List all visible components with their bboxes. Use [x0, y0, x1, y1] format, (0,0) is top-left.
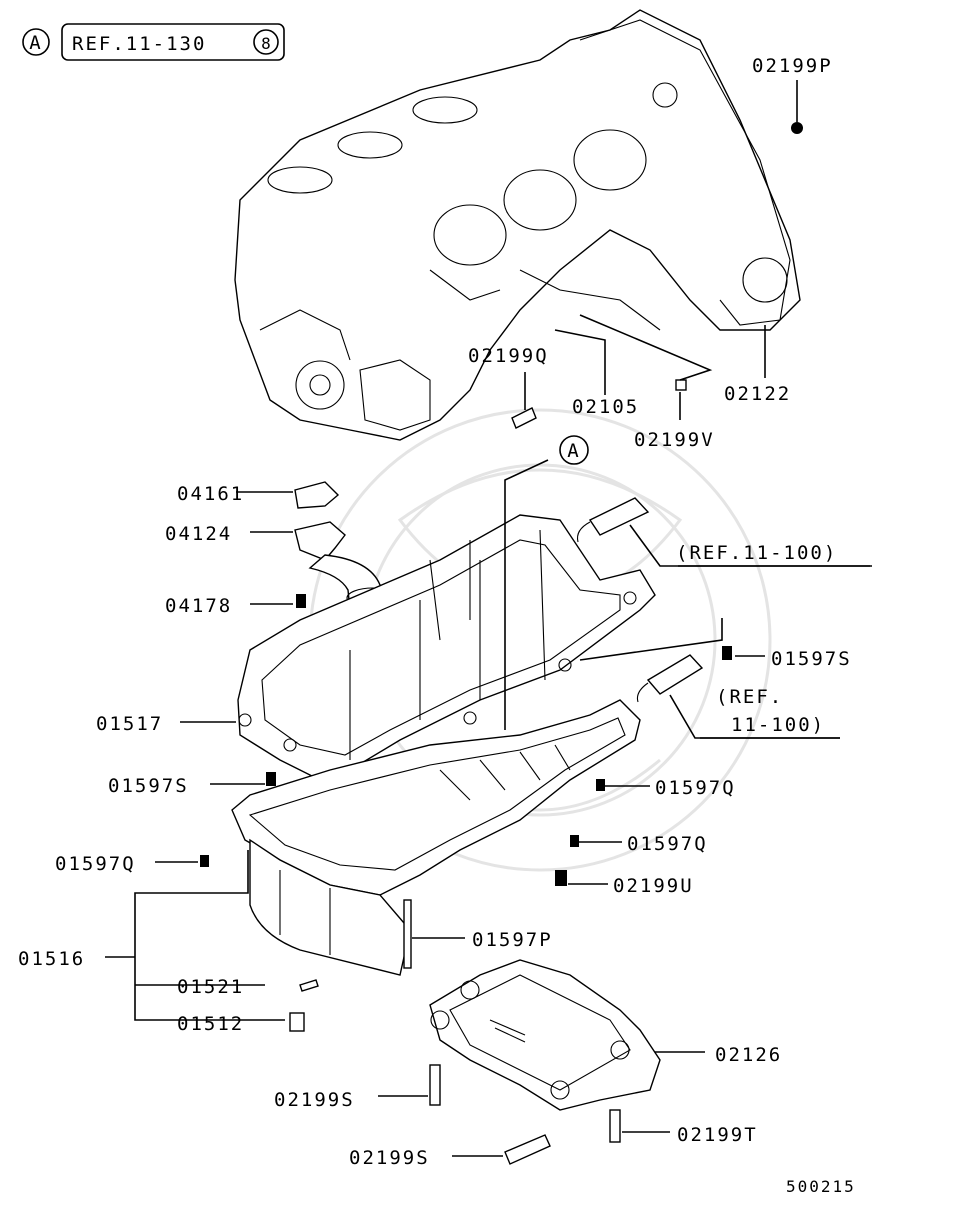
bolt-02199T-icon [609, 1109, 621, 1143]
lower-oil-pan [231, 699, 641, 976]
header-reference: A REF.11-130 8 [22, 23, 285, 61]
bolt-02199Q-icon [511, 407, 537, 429]
engine-block [234, 9, 801, 441]
bolt-02199V-icon [675, 379, 687, 391]
label-01597S-right: 01597S [771, 648, 852, 670]
plug-01521-icon [299, 979, 319, 992]
stud-01597P-icon [403, 899, 412, 969]
bolt-01597Q-left-icon [200, 855, 209, 867]
ref-box-text: REF.11-130 [72, 33, 206, 55]
bolt-01597S-left-icon [266, 772, 276, 786]
bolt-01597S-right-icon [722, 646, 732, 660]
bolt-02199U-icon [555, 870, 567, 886]
label-01521: 01521 [177, 976, 244, 998]
ref-box-circle-number: 8 [261, 34, 271, 53]
label-01517: 01517 [96, 713, 163, 735]
bolt-02199S-2-icon [504, 1134, 551, 1165]
bolt-04178-icon [296, 594, 306, 608]
bolt-02199S-1-icon [429, 1064, 441, 1106]
label-01597Q-right1: 01597Q [655, 777, 736, 799]
label-ref-11-100-lower-line2: 11-100) [731, 714, 825, 736]
ref-circle-letter: A [29, 32, 42, 54]
label-02199V: 02199V [634, 429, 715, 451]
circle-A-label: A [567, 440, 580, 462]
label-02199S-1: 02199S [274, 1089, 355, 1111]
label-01597Q-left: 01597Q [55, 853, 136, 875]
label-01597P: 01597P [472, 929, 553, 951]
label-02105: 02105 [572, 396, 639, 418]
circle-A-marker [559, 435, 589, 465]
label-01597Q-right2: 01597Q [627, 833, 708, 855]
watermark-emblem [308, 408, 772, 872]
label-ref-11-100-lower-line1: (REF. [716, 686, 783, 708]
oil-pan-stiffener [429, 959, 661, 1111]
label-02122: 02122 [724, 383, 791, 405]
sealant-tube-upper [576, 497, 650, 543]
drain-plug-01512-icon [289, 1012, 305, 1032]
label-02199Q: 02199Q [468, 345, 549, 367]
label-04124: 04124 [165, 523, 232, 545]
label-02199U: 02199U [613, 875, 694, 897]
bolt-02199P-icon [791, 122, 803, 134]
label-01597S-left: 01597S [108, 775, 189, 797]
label-04178: 04178 [165, 595, 232, 617]
sealant-tube-lower [636, 654, 704, 703]
label-ref-11-100-upper: (REF.11-100) [676, 542, 837, 564]
diagram-code: 500215 [786, 1177, 856, 1196]
label-01516: 01516 [18, 948, 85, 970]
label-02199S-2: 02199S [349, 1147, 430, 1169]
bolt-01597Q-right1-icon [596, 779, 605, 791]
label-02199P: 02199P [752, 55, 833, 77]
label-02126: 02126 [715, 1044, 782, 1066]
bolt-01597Q-right2-icon [570, 835, 579, 847]
label-01512: 01512 [177, 1013, 244, 1035]
label-04161: 04161 [177, 483, 244, 505]
label-02199T: 02199T [677, 1124, 758, 1146]
